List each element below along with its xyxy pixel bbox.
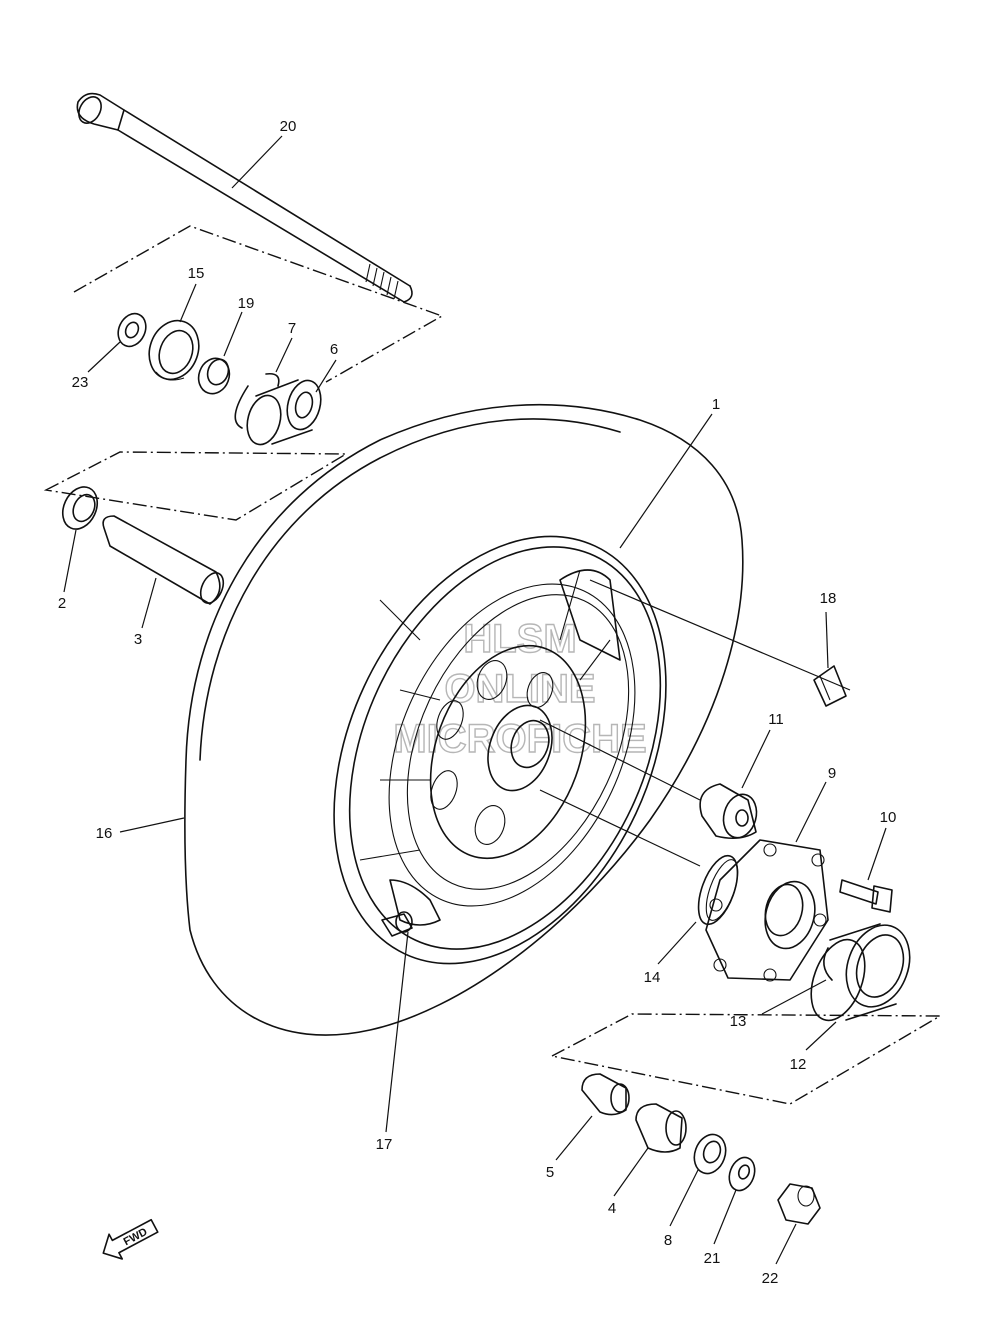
label-part-2: 2 [58, 595, 66, 612]
nut-part-22 [777, 1183, 821, 1225]
label-part-14: 14 [644, 969, 661, 986]
label-part-16: 16 [96, 825, 113, 842]
part-labels: 20 15 19 7 6 23 2 3 1 18 11 9 10 16 14 1… [58, 118, 897, 1287]
collar-part-3 [102, 515, 225, 605]
bearing-part-6 [246, 379, 322, 446]
label-part-18: 18 [820, 590, 837, 607]
label-part-17: 17 [376, 1136, 393, 1153]
label-part-4: 4 [608, 1200, 616, 1217]
collar-part-19 [197, 357, 231, 395]
washer-part-23 [117, 312, 147, 348]
bearing-part-4 [635, 1103, 687, 1153]
collar-part-5 [581, 1073, 630, 1116]
washer-part-21 [728, 1156, 756, 1192]
leader-lines [63, 135, 887, 1265]
label-part-3: 3 [134, 631, 142, 648]
bolt-part-10 [839, 879, 893, 913]
valve-part-17 [381, 911, 413, 937]
label-part-8: 8 [664, 1232, 672, 1249]
label-part-7: 7 [288, 320, 296, 337]
label-part-13: 13 [730, 1013, 747, 1030]
label-part-20: 20 [280, 118, 297, 135]
label-part-15: 15 [188, 265, 205, 282]
circlip-part-7 [234, 372, 280, 429]
hub-flange-part-9 [705, 839, 829, 982]
seal-part-12 [810, 923, 911, 1022]
oil-seal-part-15 [148, 319, 200, 381]
label-part-10: 10 [880, 809, 897, 826]
label-part-22: 22 [762, 1270, 779, 1287]
o-ring-part-14 [697, 854, 739, 926]
watermark-line1: HLSM [463, 617, 576, 661]
label-part-6: 6 [330, 341, 338, 358]
watermark-line3: MICROFICHE [393, 717, 646, 761]
watermark: HLSM ONLINE MICROFICHE [393, 616, 648, 761]
label-part-11: 11 [768, 711, 784, 728]
seal-part-2 [61, 486, 99, 530]
label-part-19: 19 [238, 295, 255, 312]
label-part-1: 1 [712, 396, 720, 413]
label-part-9: 9 [828, 765, 836, 782]
label-part-5: 5 [546, 1164, 554, 1181]
label-part-23: 23 [72, 374, 89, 391]
watermark-line2: ONLINE [444, 667, 595, 711]
balance-weight-part-18 [813, 665, 847, 707]
spacer-part-11 [699, 783, 758, 840]
group-frame-lower [549, 1013, 943, 1105]
group-frame-left [43, 451, 349, 521]
axle-part-20 [76, 92, 413, 303]
fwd-label: FWD [122, 1226, 150, 1248]
group-frame-upper [73, 225, 444, 383]
label-part-21: 21 [704, 1250, 721, 1267]
forward-direction-arrow: FWD [102, 1218, 159, 1260]
seal-part-8 [693, 1133, 727, 1175]
wheel-tire-part-16 [184, 403, 744, 1036]
label-part-12: 12 [790, 1056, 807, 1073]
